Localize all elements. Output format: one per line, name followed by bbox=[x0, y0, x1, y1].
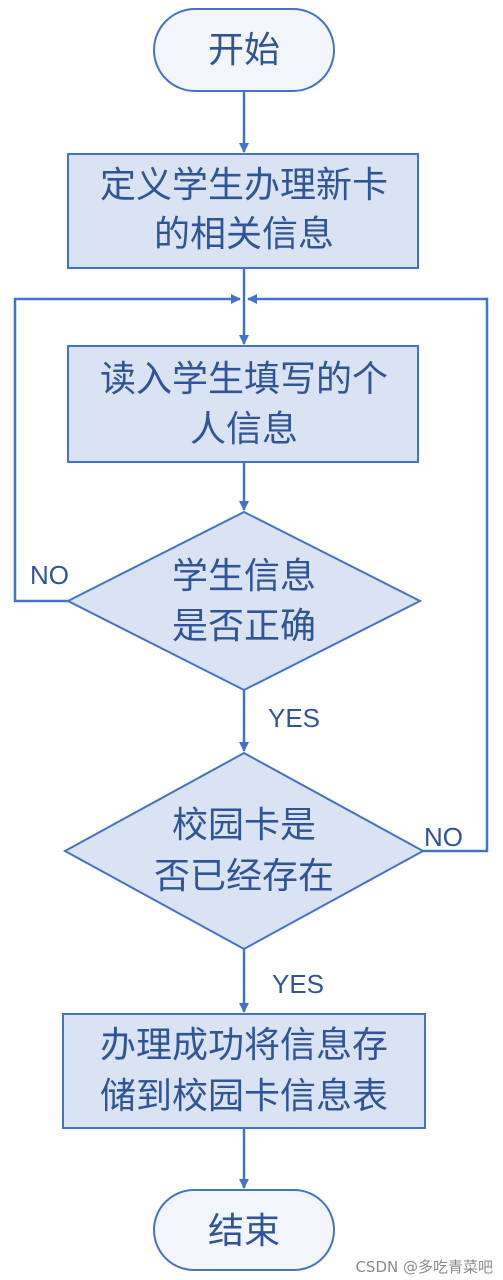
check-card-label-line1: 校园卡是 bbox=[172, 805, 316, 846]
check-info-no-label: NO bbox=[30, 560, 69, 590]
check-info-label-line2: 是否正确 bbox=[172, 606, 316, 647]
define-label-line1: 定义学生办理新卡 bbox=[100, 165, 388, 206]
edge-check-card-no bbox=[247, 294, 489, 853]
define-process bbox=[67, 153, 419, 269]
read-label-line2: 人信息 bbox=[190, 409, 298, 450]
check-card-decision bbox=[62, 751, 426, 951]
check-card-label-line2: 否已经存在 bbox=[154, 856, 334, 897]
check-card-yes-label: YES bbox=[272, 969, 324, 999]
end-terminal bbox=[153, 1189, 335, 1271]
check-info-label-line1: 学生信息 bbox=[172, 556, 316, 597]
watermark: CSDN @多吃青菜吧 bbox=[355, 1258, 493, 1276]
check-info-decision bbox=[65, 510, 423, 692]
end-label: 结束 bbox=[208, 1211, 280, 1252]
read-label-line1: 读入学生填写的个 bbox=[100, 359, 388, 400]
define-label-line2: 的相关信息 bbox=[154, 214, 334, 255]
success-label-line1: 办理成功将信息存 bbox=[100, 1025, 388, 1066]
success-label-line2: 储到校园卡信息表 bbox=[100, 1076, 388, 1117]
check-info-yes-label: YES bbox=[268, 703, 320, 733]
start-label: 开始 bbox=[208, 30, 280, 71]
edge-check-info-no bbox=[13, 294, 241, 603]
check-card-no-label: NO bbox=[424, 822, 463, 852]
